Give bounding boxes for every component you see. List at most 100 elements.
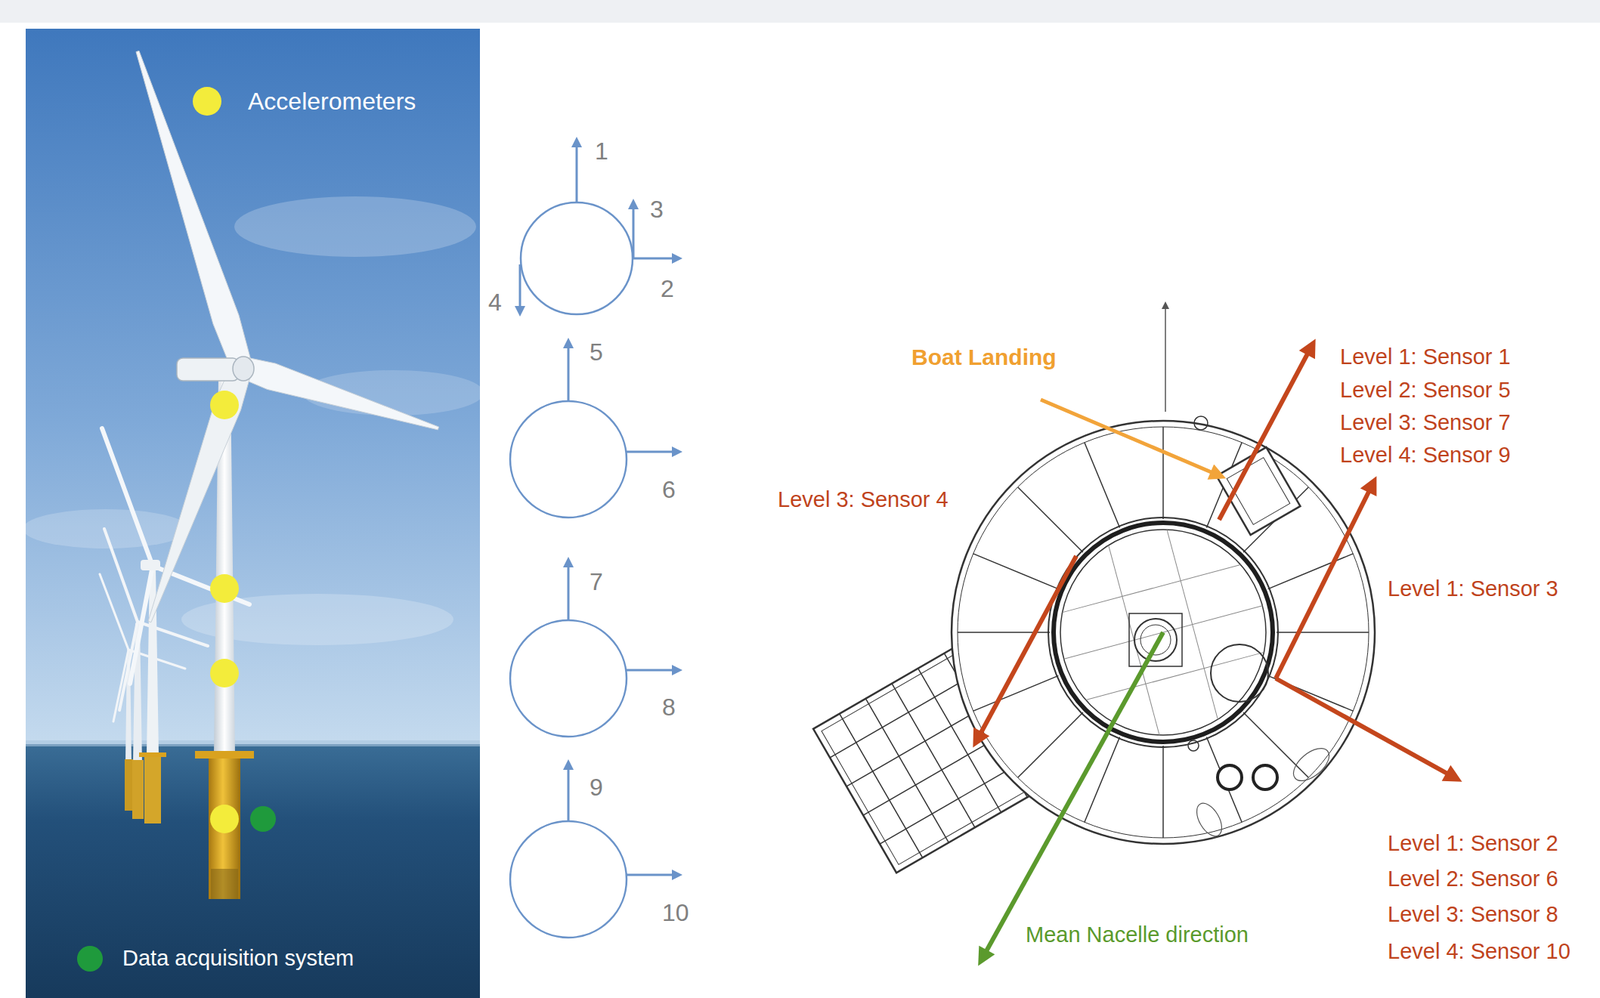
art-circle (510, 821, 627, 938)
art-line (137, 622, 208, 647)
art-circle (520, 202, 633, 315)
transition-piece (208, 758, 241, 900)
art-rect (1216, 447, 1301, 536)
art-line (113, 649, 129, 722)
legend-text: Data acquisition system (122, 946, 354, 972)
sensor-label: Level 3: Sensor 8 (1387, 902, 1559, 928)
art-path (567, 343, 570, 402)
sensor-label: Level 1: Sensor 1 (1340, 344, 1511, 370)
sensor-circles (510, 202, 633, 938)
art-path (567, 562, 570, 621)
art-path (633, 257, 678, 260)
art-path (626, 669, 678, 672)
art-circle (210, 390, 239, 420)
sensor-direction-arrow (1275, 678, 1455, 778)
art-line (1268, 553, 1354, 590)
callout-number: 2 (660, 275, 675, 304)
art-line (104, 529, 138, 623)
platform-plan (951, 416, 1375, 845)
art-circle (210, 574, 239, 604)
art-ellipse (1191, 799, 1228, 842)
sensor-label: Level 2: Sensor 6 (1387, 866, 1559, 892)
legend-swatch (192, 86, 222, 116)
blade (148, 363, 252, 623)
callout-number: 7 (589, 568, 604, 597)
art-line (1162, 745, 1164, 839)
callout-number: 10 (662, 899, 690, 928)
platform (194, 751, 254, 759)
art-path (575, 142, 579, 203)
art-rect (132, 760, 144, 820)
nacelle-label: Mean Nacelle direction (1025, 922, 1249, 948)
sensor-direction-arrow (1219, 346, 1312, 520)
equipment (1217, 765, 1278, 790)
callout-number: 6 (662, 476, 676, 505)
art-circle (210, 659, 239, 688)
art-line (1084, 737, 1121, 824)
accelerometer-dot (210, 390, 239, 834)
art-line (1276, 631, 1369, 634)
art-path (632, 204, 635, 259)
art-line (839, 714, 923, 859)
boat-landing-arrow (1040, 399, 1219, 476)
art-circle (210, 804, 239, 834)
sensor-label: Level 4: Sensor 9 (1340, 442, 1511, 468)
sensor-arrows (519, 142, 678, 876)
legend-item: Data acquisition system (77, 946, 354, 972)
north-arrow (1164, 305, 1167, 412)
art-line (973, 553, 1059, 590)
horizon (25, 740, 480, 747)
sensor-direction-arrow (1275, 484, 1373, 679)
sensor-label: Level 3: Sensor 4 (777, 487, 949, 513)
art-path (567, 764, 570, 822)
callout-number: 4 (488, 288, 502, 317)
sensor-label: Level 1: Sensor 2 (1387, 831, 1559, 857)
art-line (865, 699, 949, 844)
turbine-photo (22, 28, 484, 998)
boat-landing-label: Boat Landing (911, 344, 1057, 372)
art-line (1243, 712, 1309, 778)
cloud (234, 196, 477, 257)
art-circle (510, 620, 627, 737)
sensor-label: Level 2: Sensor 5 (1340, 377, 1511, 403)
callout-number: 3 (649, 195, 664, 224)
art-path (626, 874, 678, 877)
art-line (1018, 487, 1084, 553)
art-rect (140, 560, 161, 571)
nacelle (176, 358, 239, 381)
art-rect (124, 759, 134, 811)
art-circle (1188, 740, 1199, 752)
blade (238, 357, 440, 431)
pile-waterline (210, 869, 239, 900)
art-line (1062, 564, 1242, 613)
art-line (129, 566, 153, 684)
main-turbine (136, 50, 440, 900)
davit (1191, 742, 1335, 842)
art-circle (1217, 765, 1242, 790)
callout-number: 9 (589, 773, 604, 802)
legend-text: Accelerometers (247, 87, 416, 116)
art-rect (139, 752, 167, 758)
art-g (99, 574, 186, 722)
art-line (1166, 529, 1218, 720)
art-circle (1134, 618, 1177, 662)
boat-landing (1216, 447, 1301, 536)
art-circle (1253, 765, 1278, 790)
art-ellipse (1287, 742, 1335, 788)
art-circle (1194, 416, 1208, 431)
art-path (626, 451, 678, 454)
sensor-label: Level 1: Sensor 3 (1387, 576, 1559, 602)
art-circle (1210, 644, 1269, 703)
foundation-plan (813, 305, 1455, 959)
nacelle-direction-arrow (982, 632, 1164, 959)
art-line (1084, 442, 1121, 529)
art-line (1018, 712, 1084, 778)
art-line (1162, 427, 1164, 520)
legend-swatch (77, 946, 103, 972)
callout-number: 5 (589, 338, 604, 367)
callout-number: 8 (662, 693, 676, 722)
art-line (891, 683, 975, 829)
sea (25, 744, 480, 998)
art-circle (510, 401, 627, 518)
